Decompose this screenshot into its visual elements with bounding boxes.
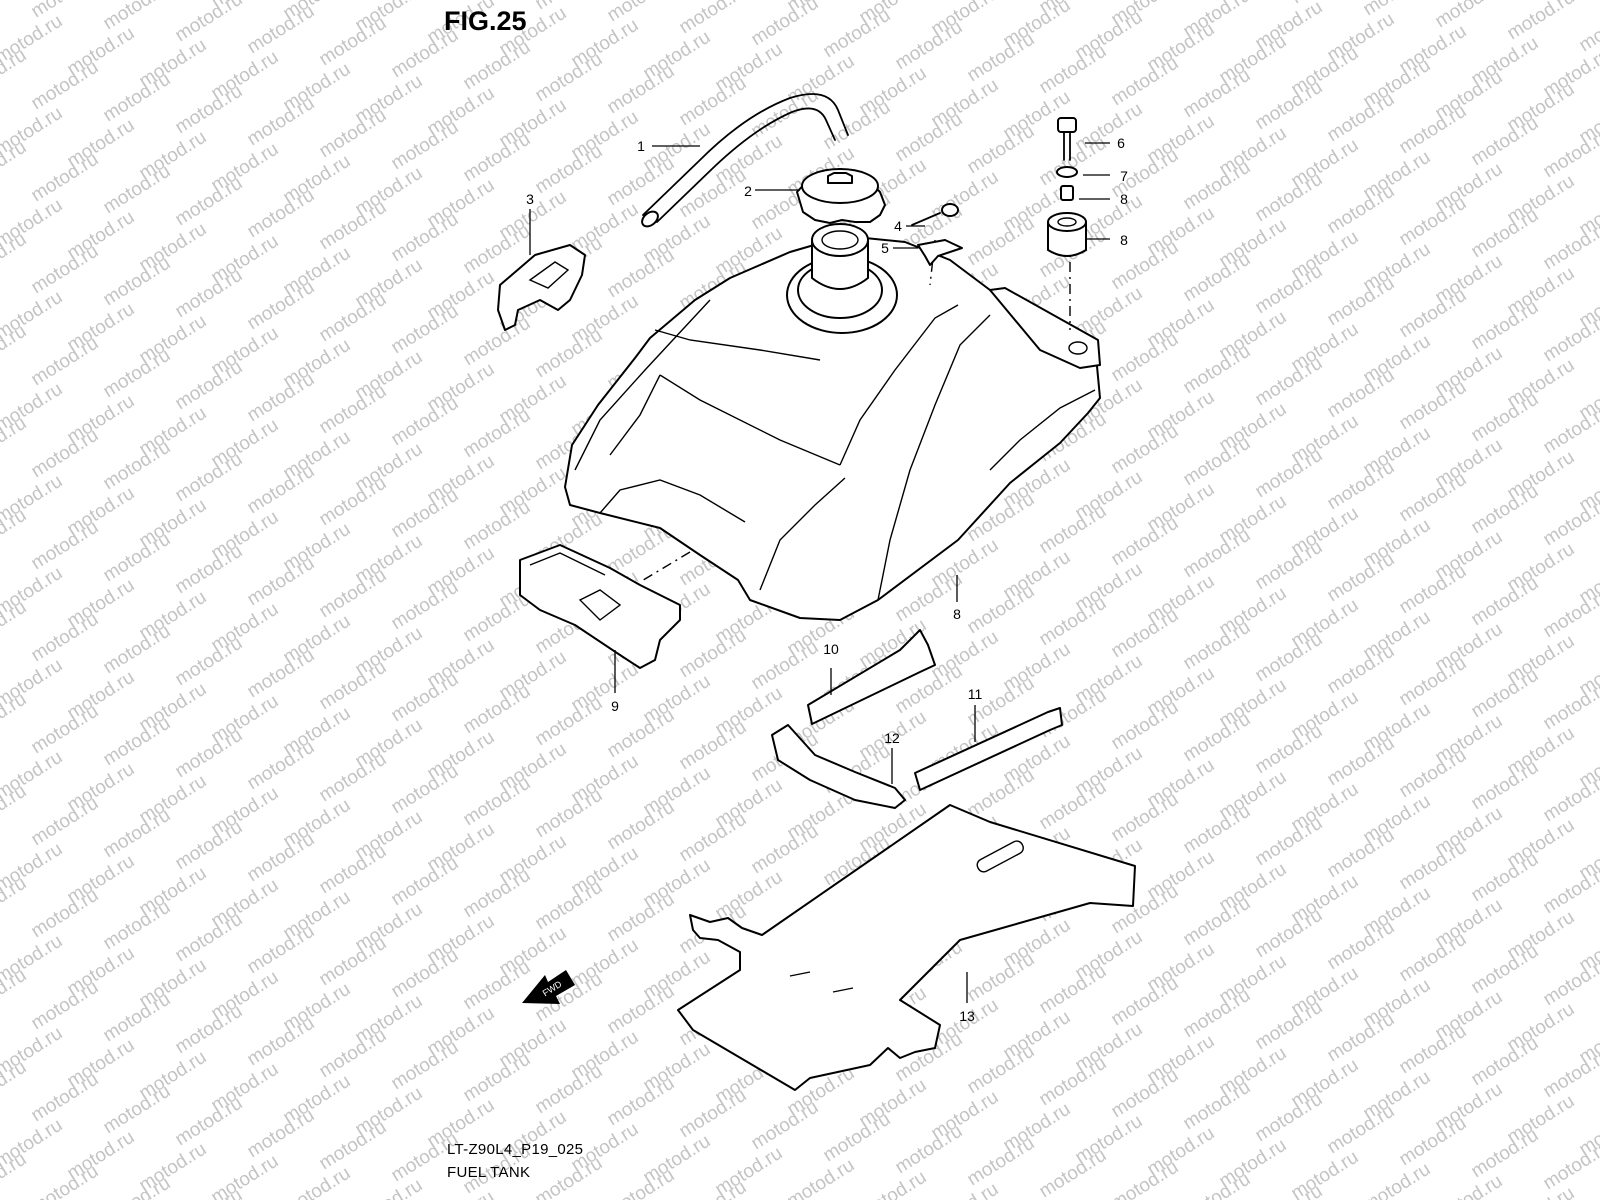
- watermark-text: motod.ru: [1360, 0, 1435, 20]
- callout-2: 2: [744, 183, 752, 199]
- callout-1: 8: [953, 606, 961, 622]
- watermark-text: motod.ru: [1540, 769, 1600, 827]
- watermark-text: motod.ru: [280, 1163, 355, 1200]
- watermark-text: motod.ru: [1540, 585, 1600, 643]
- callout-12: 8: [1120, 232, 1128, 248]
- callout-3: 1: [637, 138, 645, 154]
- watermark-text: motod.ru: [676, 0, 751, 38]
- watermark-text: motod.ru: [1540, 861, 1600, 919]
- callout-5: 9: [611, 698, 619, 714]
- figure-title: FIG.25: [444, 6, 527, 36]
- watermark-text: motod.ru: [1504, 0, 1579, 44]
- callout-6: 4: [894, 218, 902, 234]
- part-6-screw: [911, 203, 959, 226]
- callout-9: 6: [1117, 135, 1125, 151]
- watermark-text: motod.ru: [1540, 309, 1600, 367]
- part-5-holder: [519, 544, 691, 669]
- watermark-text: motod.ru: [1540, 125, 1600, 183]
- watermark-text: motod.ru: [604, 0, 679, 26]
- diagram-name: FUEL TANK: [447, 1164, 531, 1181]
- callout-leaders: [529, 142, 1110, 1003]
- watermark-text: motod.ru: [208, 1151, 283, 1200]
- part-12-grommet: [1047, 212, 1087, 257]
- watermark-text: motod.ru: [1540, 401, 1600, 459]
- watermark-text: motod.ru: [1540, 217, 1600, 275]
- callout-7: 5: [881, 240, 889, 256]
- watermark-text: motod.ru: [856, 1167, 931, 1200]
- watermark-text: motod.ru: [100, 0, 175, 34]
- part-7-clip: [917, 239, 963, 266]
- watermark-text: motod.ru: [1540, 1045, 1600, 1103]
- callout-4: 3: [526, 191, 534, 207]
- watermark-text: motod.ru: [0, 0, 30, 10]
- part-9-bolt: [1057, 117, 1077, 161]
- watermark-text: motod.ru: [1540, 953, 1600, 1011]
- part-8-cushions: [771, 629, 1063, 809]
- watermark-text: motod.ru: [28, 0, 103, 22]
- callout-8a: 10: [823, 641, 839, 657]
- watermark-text: motod.ru: [748, 0, 823, 50]
- watermark-text: motod.ru: [676, 1177, 751, 1200]
- part-2-fuel-cap: [796, 168, 886, 224]
- callout-8c: 12: [884, 730, 900, 746]
- part-4-bracket: [497, 244, 586, 331]
- callout-13: 13: [959, 1008, 975, 1024]
- callout-10: 7: [1120, 168, 1128, 184]
- watermark-text: motod.ru: [1504, 1183, 1579, 1200]
- watermark-text: motod.ru: [1360, 1159, 1435, 1200]
- watermark-text: motod.ru: [928, 1179, 1003, 1200]
- fwd-arrow-icon: FWD: [522, 970, 575, 1004]
- part-3-breather-hose: [641, 93, 849, 228]
- watermark-text: motod.ru: [172, 0, 247, 46]
- watermark-text: motod.ru: [784, 1155, 859, 1200]
- watermark-text: motod.ru: [1540, 677, 1600, 735]
- part-13-heat-plate: [677, 804, 1136, 1091]
- callout-labels: 1 2 3 4 5 6 7 8 8 8 9 10 11 12 13: [526, 135, 1128, 1024]
- watermark-text: motod.ru: [352, 1175, 427, 1200]
- watermark-text: motod.ru: [1540, 1137, 1600, 1195]
- part-1-fuel-tank: [564, 223, 1101, 621]
- part-10-washer: [1056, 166, 1078, 178]
- callout-11: 8: [1120, 191, 1128, 207]
- watermark-text: motod.ru: [1432, 0, 1507, 32]
- watermark-text: motod.ru: [1540, 493, 1600, 551]
- part-11-collar: [1060, 185, 1074, 201]
- callout-8b: 11: [968, 686, 983, 702]
- watermark-text: motod.ru: [1432, 1171, 1507, 1200]
- watermark-text: motod.ru: [424, 1187, 499, 1200]
- diagram-code: LT-Z90L4_P19_025: [447, 1141, 584, 1158]
